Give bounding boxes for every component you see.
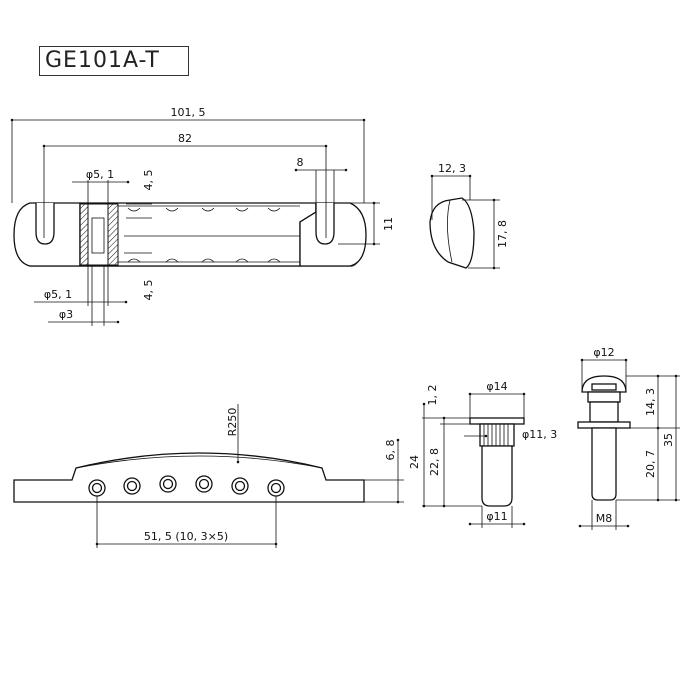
dim-bushing-flange-h: 1, 2	[426, 385, 439, 406]
dim-arch-height: 6, 8	[384, 440, 397, 461]
dim-bushing-knurl-d: φ11, 3	[522, 428, 557, 441]
stud-shank	[589, 401, 619, 423]
dim-top-offset: 4, 5	[142, 170, 155, 191]
dim-bushing-flange-d: φ14	[486, 380, 507, 393]
dim-depth: 12, 3	[438, 162, 466, 175]
arch-line	[75, 455, 323, 469]
bushing-view: φ14 φ11, 3 φ11 1, 2 24 22, 8	[408, 380, 557, 528]
dim-stud-spacing: 82	[178, 132, 192, 145]
stud-view: φ12 14, 3 35 20, 7 M8	[577, 346, 680, 530]
dim-bushing-body-h: 22, 8	[428, 448, 441, 476]
dim-stud-thread-h: 20, 7	[644, 450, 657, 478]
bushing-body	[481, 445, 513, 507]
screw-hole-narrow	[91, 217, 105, 254]
dim-slot-width: 8	[297, 156, 304, 169]
dim-overall-length: 101, 5	[171, 106, 206, 119]
bushing-flange	[469, 417, 525, 425]
string-holes-bottom-row	[127, 258, 281, 263]
dim-bushing-total-h: 24	[408, 455, 421, 469]
front-view: R250 6, 8 51, 5 (10, 3×5)	[13, 404, 404, 548]
side-view: 12, 3 17, 8	[429, 162, 509, 270]
stud-washer	[577, 421, 631, 429]
string-holes-top-row	[127, 207, 281, 212]
dim-radius: R250	[226, 408, 239, 437]
dim-stud-head-d: φ12	[593, 346, 614, 359]
dim-hole-small: φ3	[59, 308, 73, 321]
dim-stud-head-h: 14, 3	[644, 388, 657, 416]
dim-side-height: 17, 8	[496, 220, 509, 248]
dim-hole-top: φ5, 1	[86, 168, 114, 181]
side-profile-inner	[447, 199, 453, 263]
stud-collar	[587, 391, 621, 403]
dim-slot-height: 11	[382, 217, 395, 231]
knurl-lines	[483, 424, 509, 446]
tailpiece-side-profile	[429, 197, 475, 269]
dim-stud-total-h: 35	[662, 433, 675, 447]
dim-bushing-bottom-d: φ11	[486, 510, 507, 523]
bushing-knurl	[479, 423, 515, 447]
dim-hole-bottom: φ5, 1	[44, 288, 72, 301]
top-view: 101, 5 82 8 11 φ5, 1 4, 5 4, 5 φ5, 1	[10, 106, 395, 326]
tailpiece-front-profile	[13, 452, 365, 503]
dim-stud-thread: M8	[596, 512, 613, 525]
dim-hole-spacing: 51, 5 (10, 3×5)	[144, 530, 228, 543]
stud-head-slot	[591, 383, 617, 391]
left-stud-slot	[35, 203, 55, 245]
part-number-title: GE101A-T	[39, 46, 189, 76]
dim-bottom-offset: 4, 5	[142, 280, 155, 301]
string-holes-front	[88, 475, 285, 497]
right-stud-slot	[315, 203, 335, 245]
stud-thread	[591, 427, 617, 501]
